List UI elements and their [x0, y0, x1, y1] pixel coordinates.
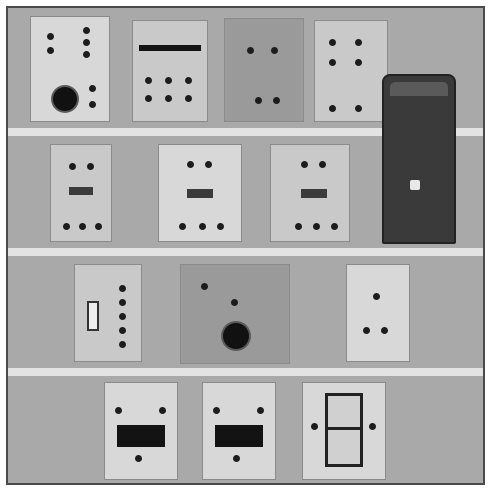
- socket: [79, 223, 86, 230]
- module-knob-panel: [30, 16, 110, 122]
- shelf-4: [8, 376, 483, 483]
- socket: [119, 313, 126, 320]
- socket: [311, 423, 318, 430]
- socket: [355, 39, 362, 46]
- shelf-3: [8, 256, 483, 368]
- socket: [373, 293, 380, 300]
- terminal-strip: [139, 45, 201, 51]
- socket: [89, 101, 96, 108]
- socket: [95, 223, 102, 230]
- socket: [273, 97, 280, 104]
- socket: [69, 163, 76, 170]
- socket: [159, 407, 166, 414]
- socket: [231, 299, 238, 306]
- module-terminal-panel: [132, 20, 208, 122]
- socket: [145, 77, 152, 84]
- socket: [187, 161, 194, 168]
- module-display-panel: [202, 382, 276, 480]
- socket: [331, 223, 338, 230]
- socket: [115, 407, 122, 414]
- socket: [363, 327, 370, 334]
- indicator-slot: [187, 189, 213, 198]
- socket: [313, 223, 320, 230]
- module-knob-panel: [180, 264, 290, 364]
- socket: [89, 85, 96, 92]
- socket: [83, 39, 90, 46]
- segment-divider: [328, 426, 360, 430]
- cabinet-handle: [410, 180, 420, 190]
- socket: [355, 105, 362, 112]
- shelf-divider: [8, 248, 483, 256]
- socket: [369, 423, 376, 430]
- socket: [119, 285, 126, 292]
- socket: [257, 407, 264, 414]
- module-segment-panel: [302, 382, 386, 480]
- module-panel: [314, 20, 388, 122]
- socket: [145, 95, 152, 102]
- module-panel: [346, 264, 410, 362]
- socket: [295, 223, 302, 230]
- cabinet-enclosure: [382, 74, 456, 244]
- equipment-rack-photo: [6, 6, 485, 485]
- socket: [63, 223, 70, 230]
- socket: [199, 223, 206, 230]
- socket: [233, 455, 240, 462]
- socket: [83, 27, 90, 34]
- socket: [47, 47, 54, 54]
- socket: [119, 327, 126, 334]
- socket: [185, 95, 192, 102]
- module-panel: [270, 144, 350, 242]
- module-switch-panel: [74, 264, 142, 362]
- socket: [247, 47, 254, 54]
- rotary-knob: [223, 323, 249, 349]
- socket: [201, 283, 208, 290]
- socket: [119, 341, 126, 348]
- shelf-divider: [8, 368, 483, 376]
- cabinet-lid: [390, 82, 448, 96]
- display-window: [117, 425, 165, 447]
- socket: [301, 161, 308, 168]
- socket: [179, 223, 186, 230]
- socket: [217, 223, 224, 230]
- socket: [205, 161, 212, 168]
- socket: [185, 77, 192, 84]
- socket: [329, 105, 336, 112]
- shelf-1: [8, 8, 483, 128]
- socket: [355, 59, 362, 66]
- socket: [83, 51, 90, 58]
- socket: [165, 77, 172, 84]
- socket: [213, 407, 220, 414]
- module-panel: [224, 18, 304, 122]
- socket: [165, 95, 172, 102]
- socket: [47, 33, 54, 40]
- toggle-switch: [87, 301, 99, 331]
- rotary-knob: [53, 87, 77, 111]
- segment-display-frame: [325, 393, 363, 467]
- socket: [329, 39, 336, 46]
- socket: [119, 299, 126, 306]
- socket: [329, 59, 336, 66]
- socket: [135, 455, 142, 462]
- socket: [255, 97, 262, 104]
- socket: [87, 163, 94, 170]
- indicator-slot: [69, 187, 93, 195]
- socket: [271, 47, 278, 54]
- shelf-divider: [8, 128, 483, 136]
- indicator-slot: [301, 189, 327, 198]
- display-window: [215, 425, 263, 447]
- module-display-panel: [104, 382, 178, 480]
- socket: [381, 327, 388, 334]
- module-panel: [50, 144, 112, 242]
- module-panel: [158, 144, 242, 242]
- socket: [319, 161, 326, 168]
